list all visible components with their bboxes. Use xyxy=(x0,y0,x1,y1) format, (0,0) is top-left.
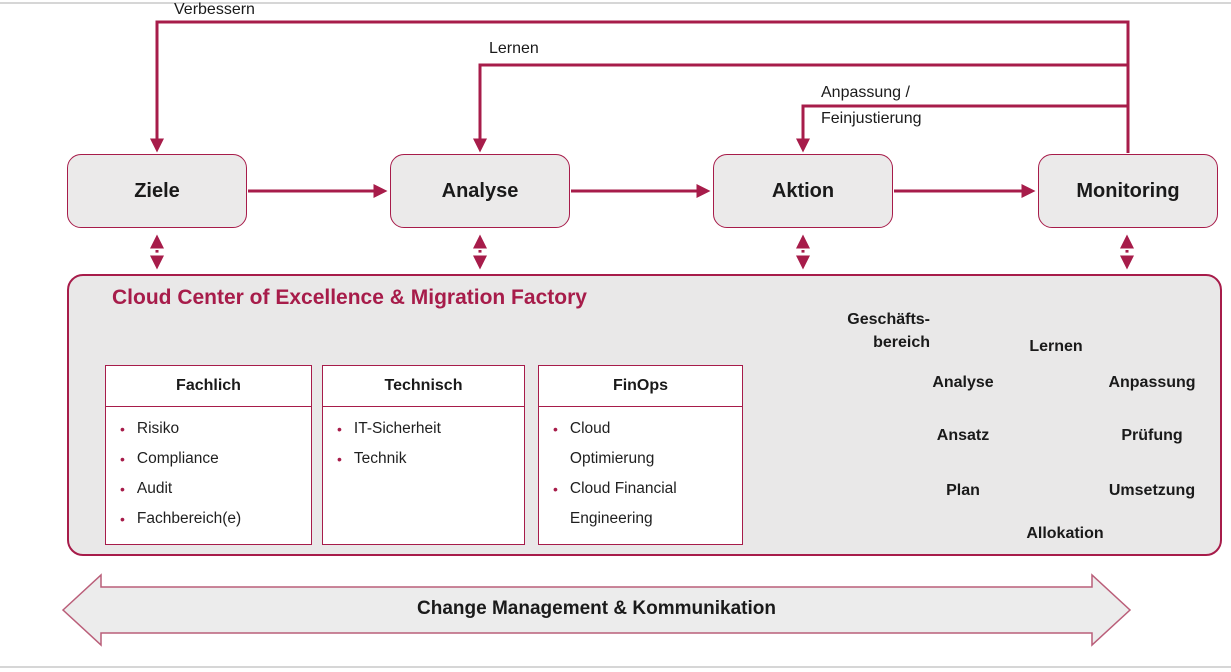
cycle-label-geschaeftsbereich-line2: bereich xyxy=(873,334,930,351)
flow-box-aktion: Aktion xyxy=(713,154,893,228)
subbox-fachlich: Fachlich •Risiko •Compliance •Audit •Fac… xyxy=(105,365,312,545)
subbox-technisch-title: Technisch xyxy=(323,366,524,407)
flow-box-monitoring: Monitoring xyxy=(1038,154,1218,228)
list-item: •Cloud Optimierung xyxy=(553,414,742,474)
subbox-finops-list: •Cloud Optimierung •Cloud Financial Engi… xyxy=(539,414,742,534)
subbox-fachlich-title: Fachlich xyxy=(106,366,311,407)
cycle-label-allokation: Allokation xyxy=(1026,525,1104,542)
list-item: •Risiko xyxy=(120,414,311,444)
feedback-label-lernen: Lernen xyxy=(489,40,539,57)
bullet-icon: • xyxy=(120,511,125,527)
feedback-verbessern-line xyxy=(150,20,1128,153)
list-item: •Compliance xyxy=(120,444,311,474)
bullet-icon: • xyxy=(120,451,125,467)
cycle-label-geschaeftsbereich: Geschäfts- bereich xyxy=(802,308,930,354)
bullet-icon: • xyxy=(553,421,558,437)
cycle-label-umsetzung: Umsetzung xyxy=(1108,482,1196,499)
cycle-label-plan: Plan xyxy=(946,482,980,499)
flow-box-analyse: Analyse xyxy=(390,154,570,228)
list-item: •Fachbereich(e) xyxy=(120,504,311,534)
cycle-label-analyse: Analyse xyxy=(932,374,994,391)
cycle-label-anpassung: Anpassung xyxy=(1108,374,1196,391)
flow-box-analyse-label: Analyse xyxy=(441,179,519,202)
list-item: •IT-Sicherheit xyxy=(337,414,524,444)
subbox-fachlich-list: •Risiko •Compliance •Audit •Fachbereich(… xyxy=(106,414,311,534)
feedback-label-verbessern: Verbessern xyxy=(174,1,255,18)
flow-box-monitoring-label: Monitoring xyxy=(1076,179,1180,202)
banner-label: Change Management & Kommunikation xyxy=(417,598,776,619)
feedback-lernen-line xyxy=(473,63,1128,153)
subbox-technisch-list: •IT-Sicherheit •Technik xyxy=(323,414,524,474)
flow-box-ziele: Ziele xyxy=(67,154,247,228)
cycle-label-geschaeftsbereich-line1: Geschäfts- xyxy=(847,311,930,328)
flow-box-aktion-label: Aktion xyxy=(771,179,835,202)
cycle-label-lernen: Lernen xyxy=(1029,338,1083,355)
subbox-technisch: Technisch •IT-Sicherheit •Technik xyxy=(322,365,525,545)
flow-box-ziele-label: Ziele xyxy=(134,179,180,202)
feedback-label-feinjustierung: Feinjustierung xyxy=(821,110,922,127)
bullet-icon: • xyxy=(337,421,342,437)
slide-bottom-border xyxy=(0,666,1231,668)
subbox-finops-title: FinOps xyxy=(539,366,742,407)
ccoe-panel-title: Cloud Center of Excellence & Migration F… xyxy=(112,286,587,309)
slide-top-border xyxy=(0,2,1231,4)
feedback-label-anpassung: Anpassung / xyxy=(821,84,910,101)
bullet-icon: • xyxy=(337,451,342,467)
bullet-icon: • xyxy=(553,481,558,497)
subbox-finops: FinOps •Cloud Optimierung •Cloud Financi… xyxy=(538,365,743,545)
list-item: •Technik xyxy=(337,444,524,474)
list-item: •Cloud Financial Engineering xyxy=(553,474,742,534)
cycle-label-pruefung: Prüfung xyxy=(1121,427,1183,444)
list-item: •Audit xyxy=(120,474,311,504)
bullet-icon: • xyxy=(120,481,125,497)
bullet-icon: • xyxy=(120,421,125,437)
cycle-label-ansatz: Ansatz xyxy=(936,427,990,444)
